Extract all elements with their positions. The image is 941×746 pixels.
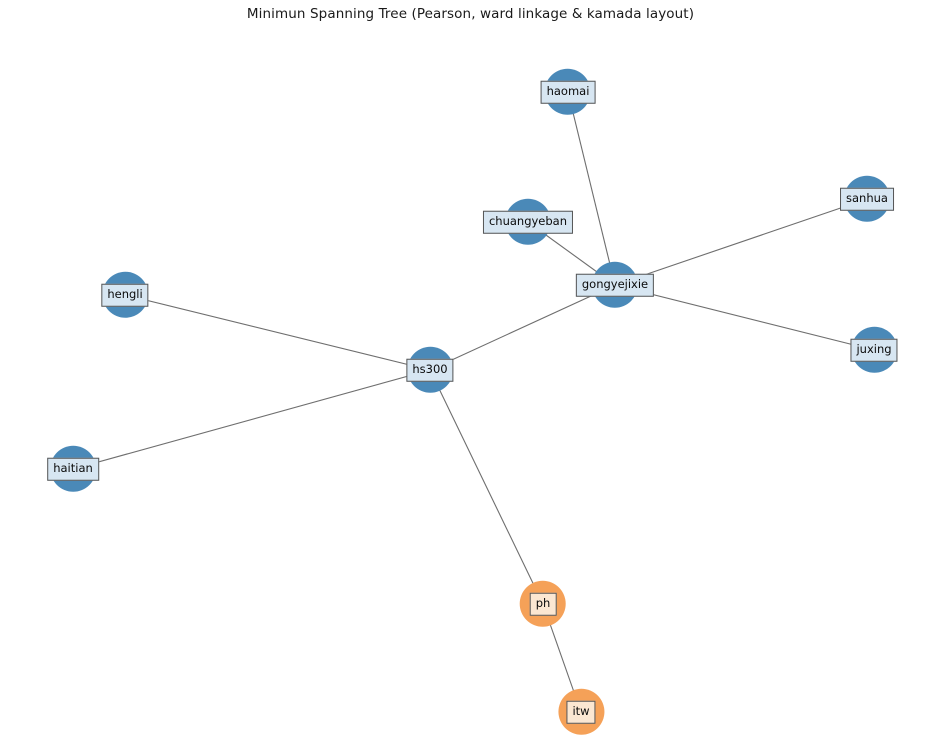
node-label: hengli: [101, 283, 149, 307]
node-label: gongyejixie: [575, 273, 655, 297]
node-label: juxing: [850, 338, 898, 362]
graph-node-hengli[interactable]: hengli: [101, 272, 149, 318]
node-label: haitian: [47, 457, 99, 481]
graph-node-sanhua[interactable]: sanhua: [840, 176, 894, 222]
graph-edge: [124, 294, 431, 371]
graph-edge: [567, 91, 616, 286]
node-label: itw: [566, 700, 596, 724]
graph-node-gongyejixie[interactable]: gongyejixie: [575, 262, 655, 308]
graph-node-chuangyeban[interactable]: chuangyeban: [482, 199, 574, 245]
chart-title: Minimun Spanning Tree (Pearson, ward lin…: [246, 6, 695, 22]
graph-node-haomai[interactable]: haomai: [540, 69, 596, 115]
graph-edge: [429, 284, 616, 371]
node-label: haomai: [540, 80, 596, 104]
graph-edge: [429, 369, 544, 605]
graph-node-haitian[interactable]: haitian: [47, 446, 99, 492]
graph-node-juxing[interactable]: juxing: [850, 327, 898, 373]
graph-edge: [72, 369, 431, 470]
node-label: ph: [529, 592, 557, 616]
node-label: chuangyeban: [482, 210, 574, 234]
graph-edge: [614, 198, 868, 286]
graph-node-hs300[interactable]: hs300: [406, 347, 454, 393]
graph-edge: [614, 284, 875, 351]
node-label: hs300: [406, 358, 454, 382]
graph-node-ph[interactable]: ph: [520, 581, 566, 627]
graph-node-itw[interactable]: itw: [558, 689, 604, 735]
node-label: sanhua: [840, 187, 894, 211]
